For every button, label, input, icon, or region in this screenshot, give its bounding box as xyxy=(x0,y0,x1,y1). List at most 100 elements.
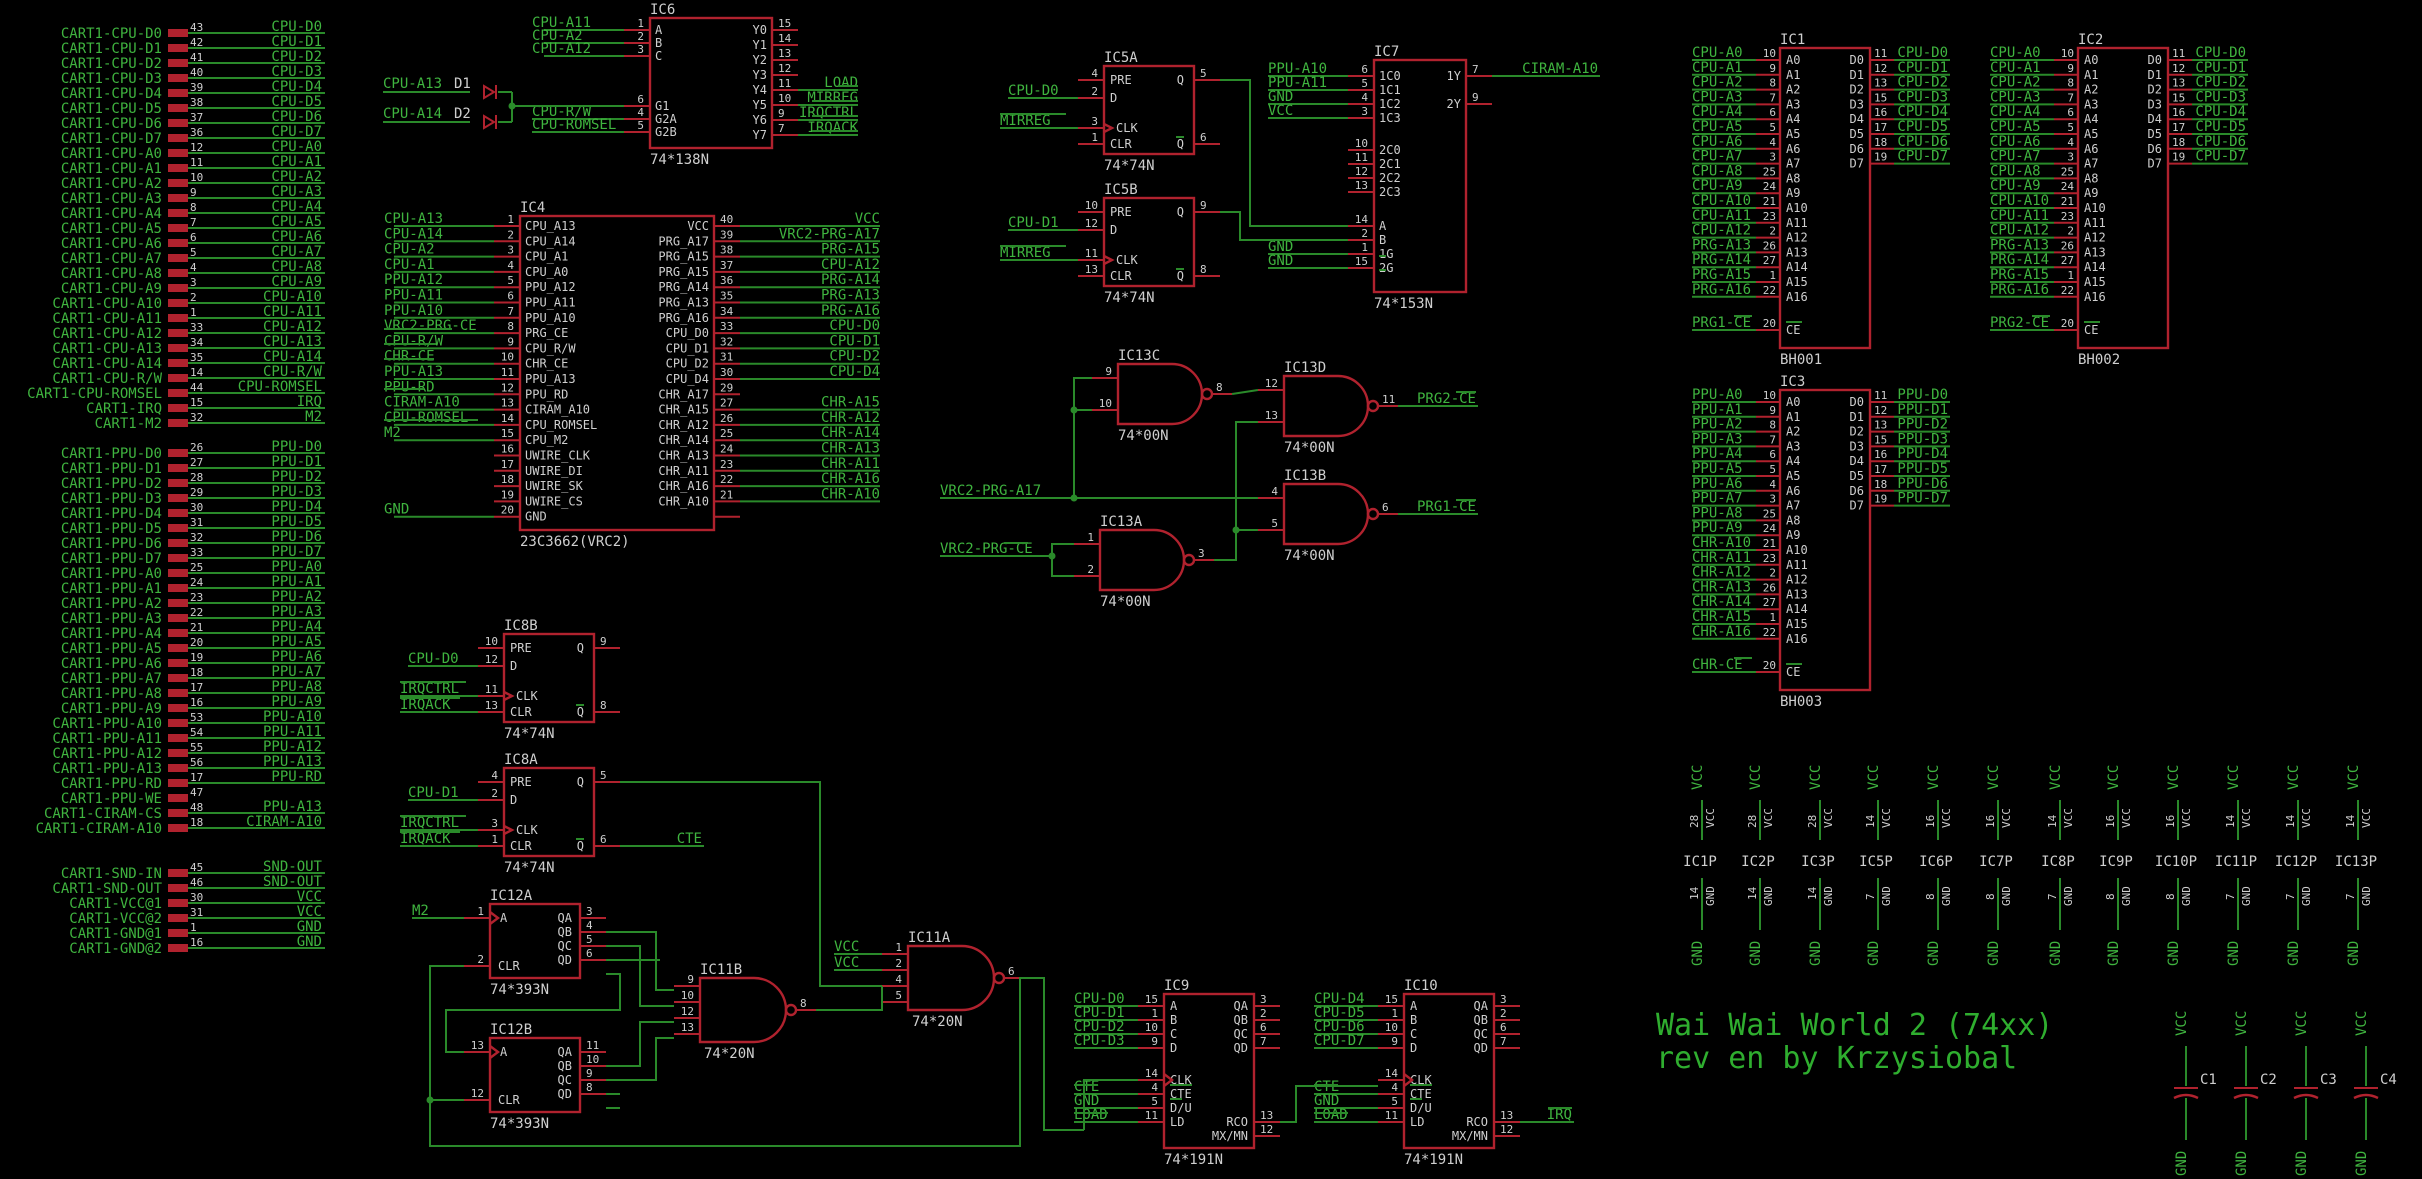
pin-function: B xyxy=(1410,1013,1417,1027)
rom-addr-net: PPU-A4 xyxy=(1692,446,1743,462)
cart-pin-number: 21 xyxy=(190,621,203,634)
pin-function: VCC xyxy=(2180,808,2193,828)
cart-net-label: PPU-D0 xyxy=(271,439,322,455)
pin-function: MX/MN xyxy=(1212,1129,1248,1143)
rom-data-net: CPU-D7 xyxy=(1897,149,1948,165)
pin-function: VCC xyxy=(1704,808,1717,828)
cart-net-label: CPU-D0 xyxy=(271,19,322,35)
pin-number: 19 xyxy=(501,488,514,501)
pin-number: 4 xyxy=(895,973,902,986)
pin-number: 29 xyxy=(720,381,733,394)
net-label: IRQACK xyxy=(807,120,858,136)
pin-number: 6 xyxy=(1361,63,1368,76)
ic5b-qn: Q xyxy=(1177,269,1184,283)
pin-function: A7 xyxy=(1786,157,1800,171)
pin-number: 20 xyxy=(2061,317,2074,330)
cart-pin-label: CART1-IRQ xyxy=(86,401,162,417)
pin-number: 7 xyxy=(778,122,785,135)
pin-number: 9 xyxy=(586,1067,593,1080)
w xyxy=(620,781,882,987)
pin-number: 1 xyxy=(1391,1007,1398,1020)
cart-net-label: GND xyxy=(297,919,322,935)
cart-pin-label: CART1-CPU-A6 xyxy=(61,236,162,252)
cart-pin-label: CART1-PPU-A2 xyxy=(61,596,162,612)
pin-function: D0 xyxy=(1850,395,1864,409)
vcc-label: VCC xyxy=(2174,1011,2190,1036)
pin-number: 13 xyxy=(1500,1109,1513,1122)
pin-number: 1 xyxy=(895,941,902,954)
cart-pin-label: CART1-PPU-A11 xyxy=(52,731,162,747)
pin-number: 9 xyxy=(1769,62,1776,75)
pin-number: 15 xyxy=(778,17,791,30)
ic8b-clr: CLR xyxy=(510,705,532,719)
vcc-label: VCC xyxy=(2234,1011,2250,1036)
ic5a-pre: PRE xyxy=(1110,73,1132,87)
pin-number: 27 xyxy=(1763,596,1776,609)
cart-net-label: CPU-D2 xyxy=(271,49,322,65)
cart-pin-number: 31 xyxy=(190,516,203,529)
cart-pin-label: CART1-CPU-A7 xyxy=(61,251,162,267)
pin-number: 14 xyxy=(1385,1067,1399,1080)
pin-function: D4 xyxy=(1850,454,1864,468)
pin-function: UWIRE_DI xyxy=(525,464,583,478)
net-label: LOAD xyxy=(1314,1107,1348,1123)
cart-net-label: PPU-A4 xyxy=(271,619,322,635)
pin-number: 3 xyxy=(637,43,644,56)
ic13d-body xyxy=(1282,374,1370,438)
cap-plate-curved xyxy=(2293,1093,2319,1100)
pin-function: A14 xyxy=(1786,260,1808,274)
rom-addr-net: CPU-A9 xyxy=(1990,178,2041,194)
ic3-part: BH003 xyxy=(1780,694,1822,710)
cart-pin-label: CART1-PPU-A3 xyxy=(61,611,162,627)
pin-function: A3 xyxy=(1786,97,1800,111)
cart-pin-label: CART1-GND@2 xyxy=(69,941,162,957)
cart-net-label: IRQ xyxy=(297,394,322,410)
pin-function: Y7 xyxy=(753,128,767,142)
pin-number: 9 xyxy=(778,107,785,120)
pin-number: 37 xyxy=(720,259,733,272)
pin-number: 2 xyxy=(1769,225,1776,238)
net-label: CPU-D0 xyxy=(408,651,459,667)
pin-number: 14 xyxy=(501,412,515,425)
pin-function: D7 xyxy=(2148,157,2162,171)
power-ref: IC13P xyxy=(2335,854,2377,870)
pin-number: 7 xyxy=(1260,1035,1267,1048)
pin-number: 13 xyxy=(1265,409,1278,422)
pin-function: GND xyxy=(2062,886,2075,906)
pin-number: 38 xyxy=(720,244,733,257)
diode-ref: D1 xyxy=(454,76,471,92)
pin-number: 1 xyxy=(1087,531,1094,544)
cart-pin-label: CART1-CPU-R/W xyxy=(52,371,162,387)
ic13b-bubble xyxy=(1366,507,1380,521)
ic11b-part: 74*20N xyxy=(704,1046,755,1062)
pin-function: A2 xyxy=(1786,83,1800,97)
cap-ref: C2 xyxy=(2260,1072,2277,1088)
net-label: CHR-A11 xyxy=(821,456,880,472)
pin-number: 7 xyxy=(2067,91,2074,104)
cap-ref: C3 xyxy=(2320,1072,2337,1088)
net-label: VCC xyxy=(855,211,880,227)
pin-function: CTE xyxy=(1170,1087,1192,1101)
cart-net-label: M2 xyxy=(305,409,322,425)
pin-function: CHR_A11 xyxy=(658,464,709,478)
cart-pin xyxy=(168,269,188,277)
cart-net-label: PPU-A9 xyxy=(271,694,322,710)
pin-number: 35 xyxy=(720,290,733,303)
cart-pin-label: CART1-CPU-D2 xyxy=(61,56,162,72)
cart-pin-number: 24 xyxy=(190,576,204,589)
rom-addr-net: CPU-A5 xyxy=(1990,119,2041,135)
cart-pin-number: 39 xyxy=(190,81,203,94)
pin-number: 6 xyxy=(586,947,593,960)
rom-data-net: CPU-D5 xyxy=(1897,119,1948,135)
pin-number: 11 xyxy=(1145,1109,1158,1122)
vcc-label: VCC xyxy=(1866,765,1882,790)
ic5a-ref: IC5A xyxy=(1104,50,1138,66)
pin-function: QD xyxy=(558,1087,572,1101)
ic1-body xyxy=(1778,46,1872,350)
ic13b-body xyxy=(1282,482,1370,546)
rom-addr-net: PPU-A9 xyxy=(1692,520,1743,536)
rom-addr-net: PPU-A1 xyxy=(1692,402,1743,418)
net-label: CPU-A1 xyxy=(384,257,435,273)
pin-number: 24 xyxy=(720,443,734,456)
cart-pin-number: 43 xyxy=(190,21,203,34)
